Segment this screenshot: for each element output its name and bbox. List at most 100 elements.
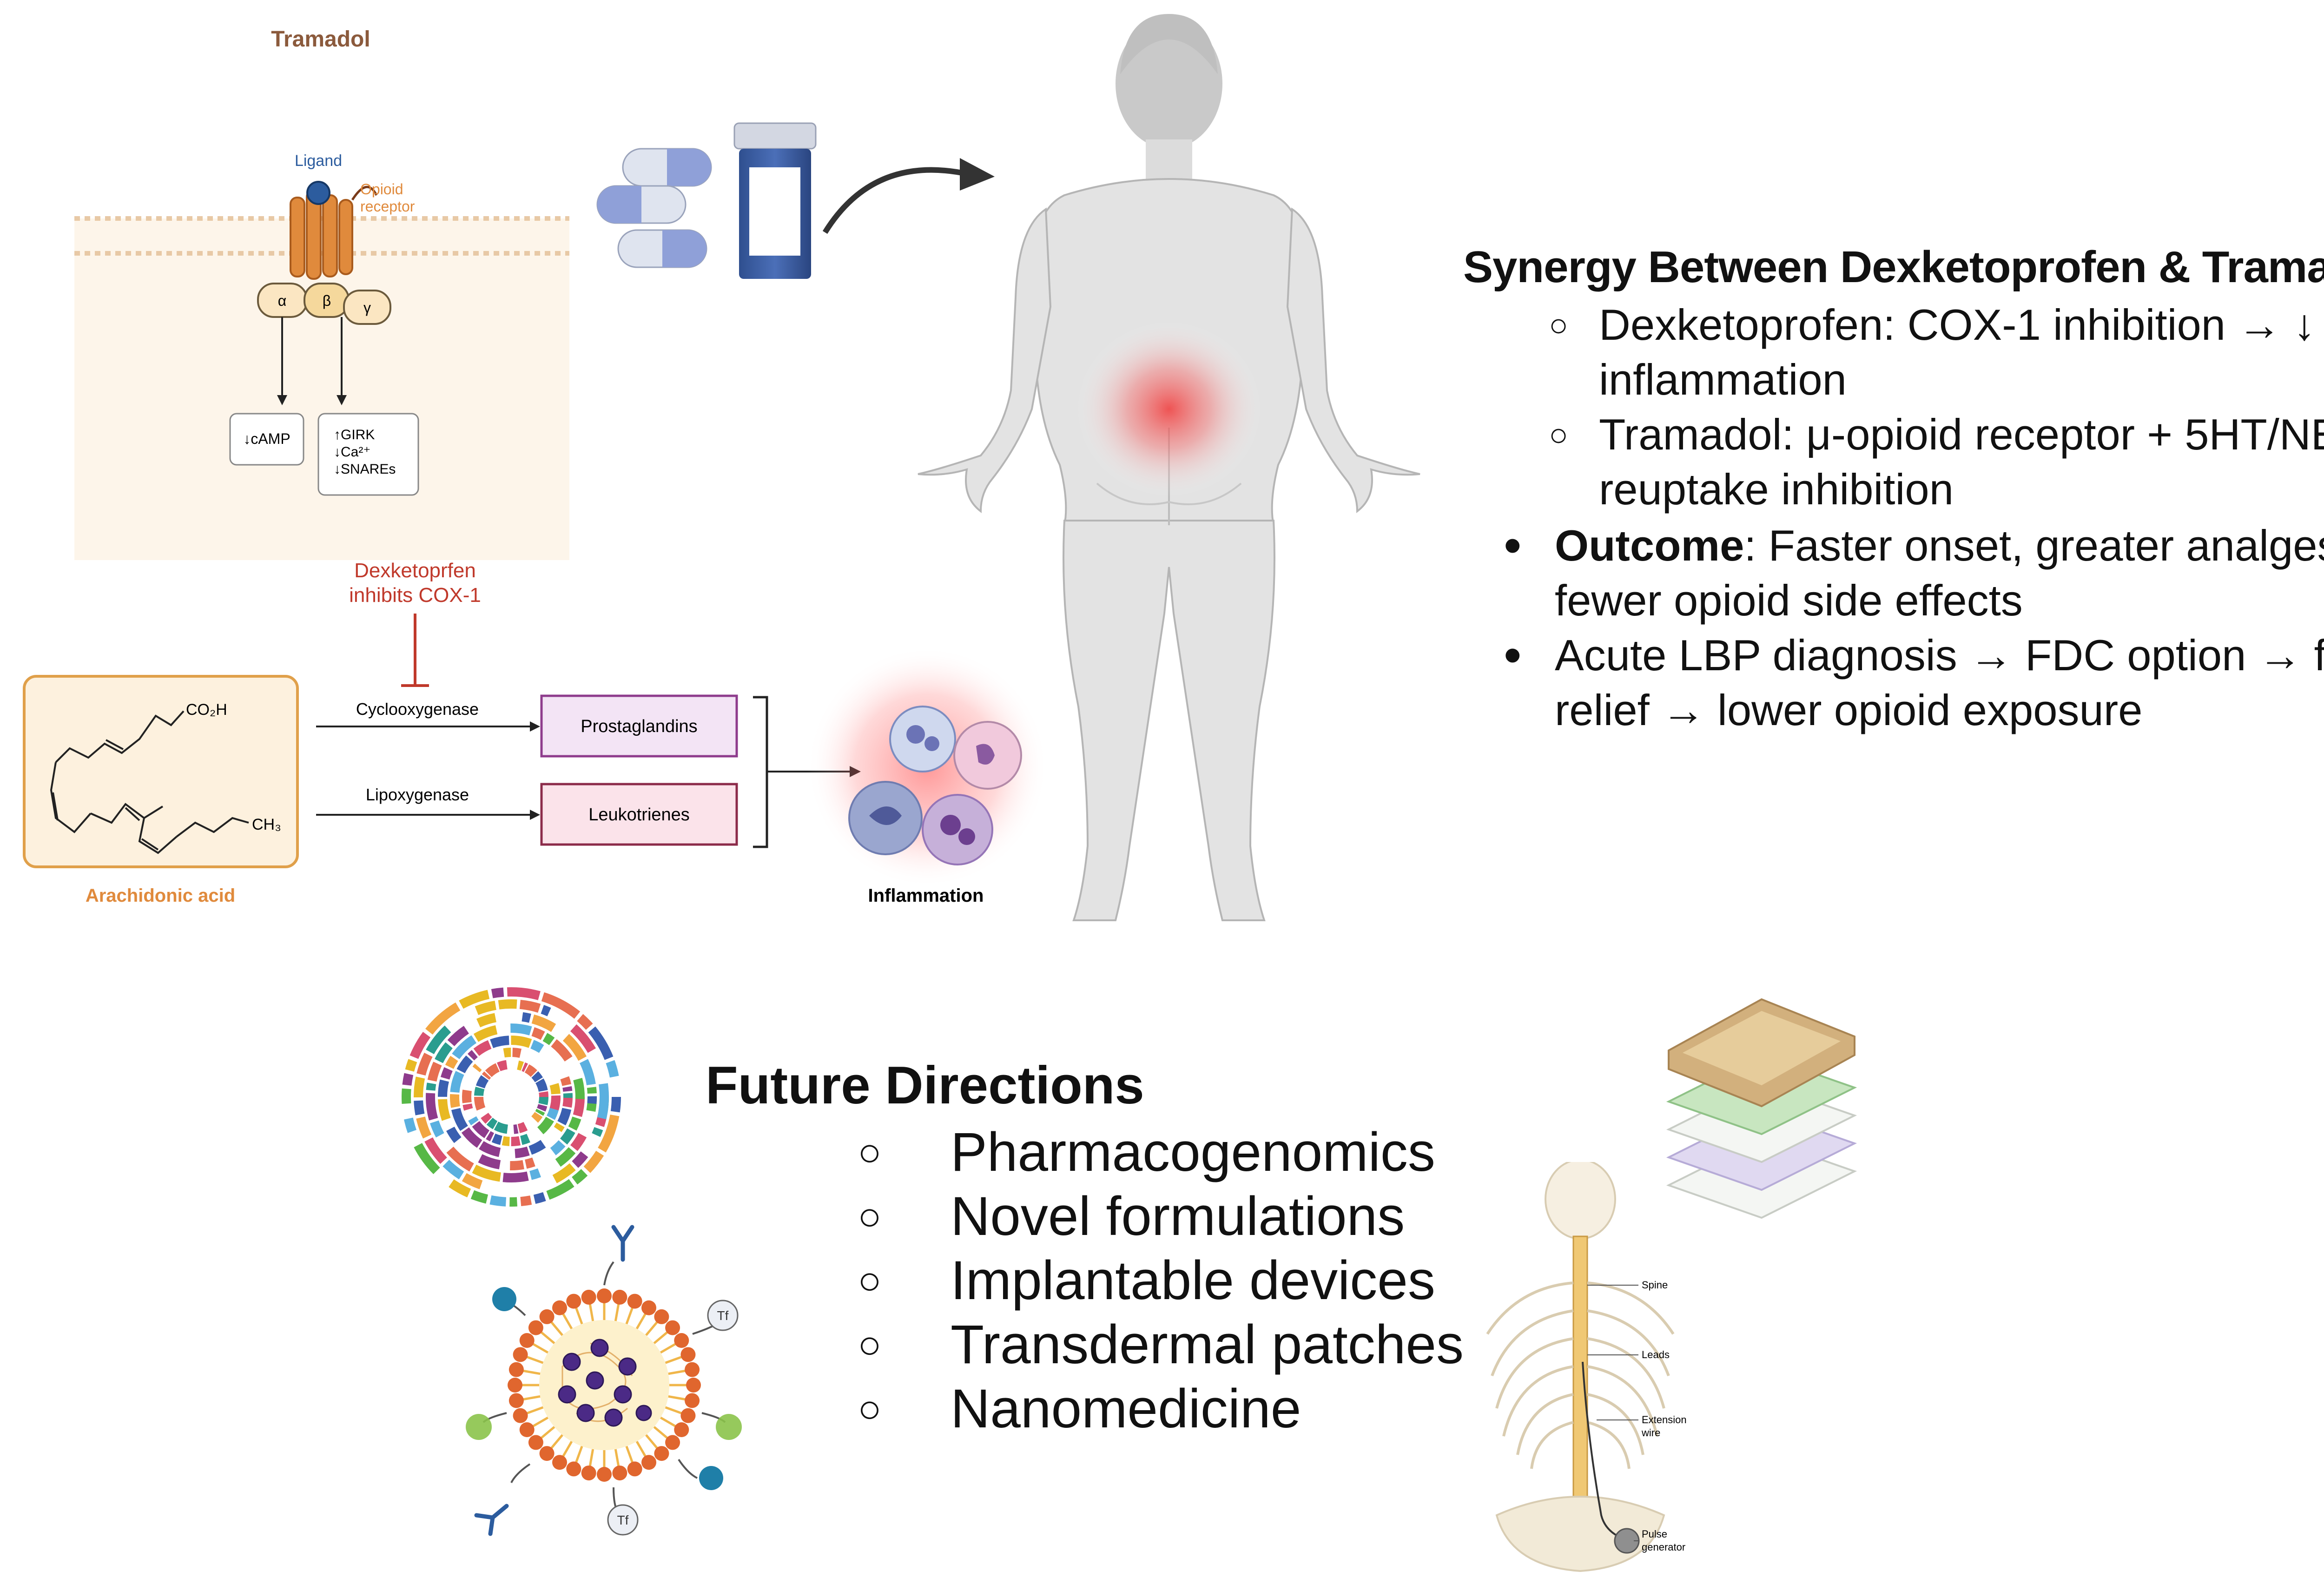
circos-segment bbox=[538, 1097, 548, 1105]
circos-segment bbox=[426, 1083, 436, 1091]
lipid-tail bbox=[525, 1355, 544, 1364]
circos-segment bbox=[491, 987, 504, 998]
circos-segment bbox=[414, 1076, 425, 1098]
circos-segment bbox=[520, 1195, 532, 1207]
lipid-head bbox=[513, 1408, 528, 1423]
circos-segment bbox=[478, 1154, 501, 1169]
lipid-head bbox=[581, 1466, 596, 1481]
lipid-head bbox=[680, 1408, 696, 1423]
arachidonic-acid-label: Arachidonic acid bbox=[86, 885, 235, 906]
ligand-label: Ligand bbox=[295, 152, 342, 170]
arachidonic-acid-structure-icon bbox=[50, 710, 249, 854]
circos-segment bbox=[563, 1093, 573, 1098]
synergy-pathway-item: Acute LBP diagnosis → FDC option → faste… bbox=[1504, 628, 2324, 738]
circos-segment bbox=[402, 1073, 414, 1086]
circos-segment bbox=[424, 1137, 447, 1164]
circos-segment bbox=[562, 1097, 573, 1108]
lipid-tail bbox=[625, 1306, 634, 1325]
lipid-head bbox=[552, 1455, 567, 1470]
circos-segment bbox=[541, 992, 581, 1019]
circos-segment bbox=[459, 990, 490, 1009]
circos-segment bbox=[467, 1050, 478, 1061]
circos-segment bbox=[449, 1179, 471, 1198]
lipid-head bbox=[528, 1435, 543, 1450]
circos-segment bbox=[572, 1151, 588, 1168]
human-body-figure bbox=[918, 14, 1420, 921]
circos-segment bbox=[610, 1097, 621, 1113]
circos-segment bbox=[522, 1062, 528, 1072]
circos-segment bbox=[522, 1012, 531, 1023]
circos-segment bbox=[438, 1079, 449, 1097]
future-item-novel-formulations: Novel formulations bbox=[858, 1184, 1464, 1248]
lipid-head bbox=[685, 1393, 700, 1408]
circos-segment bbox=[427, 1062, 442, 1082]
lipid-head bbox=[685, 1362, 700, 1377]
circos-segment bbox=[474, 1087, 485, 1096]
lipid-head bbox=[508, 1393, 524, 1408]
lipid-tail bbox=[574, 1306, 583, 1325]
opioid-receptor-icon bbox=[290, 185, 378, 280]
snares-effect: ↓SNAREs bbox=[334, 462, 396, 477]
circos-segment bbox=[404, 1117, 417, 1133]
legs-shape bbox=[1063, 520, 1275, 921]
circos-segment bbox=[606, 1060, 619, 1078]
lipid-tail bbox=[645, 1434, 659, 1450]
circos-segment bbox=[509, 1197, 517, 1207]
lipid-head bbox=[528, 1320, 543, 1335]
lipid-tail bbox=[531, 1342, 549, 1354]
lipoxygenase-label: Lipoxygenase bbox=[366, 785, 469, 804]
capsules-icon bbox=[596, 148, 712, 268]
lipid-head bbox=[627, 1294, 642, 1309]
circos-segment bbox=[462, 1089, 472, 1103]
circos-segment bbox=[470, 1190, 489, 1204]
circos-segment bbox=[426, 1093, 438, 1121]
ca-effect: ↓Ca²⁺ bbox=[334, 444, 370, 460]
circos-segment bbox=[479, 1141, 501, 1157]
circos-segment bbox=[549, 1083, 561, 1095]
extension-wire-label-2: wire bbox=[1641, 1427, 1660, 1439]
circos-segment bbox=[473, 1040, 492, 1056]
circos-segment bbox=[587, 1087, 597, 1094]
receptor-label-line1: Opioid bbox=[360, 181, 403, 198]
circos-segment bbox=[485, 1063, 500, 1077]
lipid-tail bbox=[522, 1395, 541, 1401]
circos-segment bbox=[491, 1133, 502, 1145]
circos-segment bbox=[510, 1023, 532, 1036]
circos-segment bbox=[496, 1060, 508, 1071]
circos-segment bbox=[533, 1192, 546, 1204]
arachidonic-acid-box bbox=[23, 675, 299, 868]
girk-effect: ↑GIRK bbox=[334, 427, 375, 442]
circos-segment bbox=[502, 1171, 529, 1182]
inflammation-cells-icon bbox=[806, 646, 1048, 888]
circos-segment bbox=[446, 1126, 462, 1143]
lipid-head bbox=[566, 1294, 581, 1309]
products-bracket bbox=[753, 696, 768, 848]
lipid-tail bbox=[525, 1406, 544, 1415]
left-arm-shape bbox=[918, 207, 1052, 514]
circos-segment bbox=[529, 1168, 541, 1180]
circos-segment bbox=[583, 1150, 604, 1173]
circos-segment bbox=[472, 1164, 501, 1182]
lipid-head bbox=[674, 1422, 689, 1437]
synergy-dexketoprofen-item: Dexketoprofen: COX-1 inhibition → ↓ infl… bbox=[1549, 297, 2324, 407]
lipid-tail bbox=[588, 1449, 594, 1468]
circos-segment bbox=[462, 1103, 473, 1111]
synergy-outcome-item: Outcome: Faster onset, greater analgesia… bbox=[1504, 518, 2324, 628]
circos-segment bbox=[475, 1075, 489, 1089]
lipid-head bbox=[513, 1347, 528, 1362]
mechanism-diagram: Tramadol Ligand Opioid receptor α β γ ↓c… bbox=[23, 27, 1048, 906]
circos-segment bbox=[440, 1067, 453, 1080]
circos-segment bbox=[555, 1147, 576, 1167]
circos-segment bbox=[570, 1024, 596, 1053]
synergy-sub-list: Dexketoprofen: COX-1 inhibition → ↓ infl… bbox=[1549, 297, 2324, 517]
circos-segment bbox=[560, 1128, 575, 1145]
circos-segment bbox=[535, 1109, 545, 1116]
circos-segment bbox=[462, 1173, 483, 1189]
lipid-head bbox=[665, 1320, 680, 1335]
circos-segment bbox=[451, 1108, 468, 1131]
circos-segment bbox=[531, 1071, 543, 1083]
lipid-head bbox=[552, 1300, 567, 1315]
circos-segment bbox=[442, 1160, 464, 1180]
lipid-head bbox=[654, 1446, 669, 1461]
lipid-tail bbox=[660, 1342, 678, 1354]
